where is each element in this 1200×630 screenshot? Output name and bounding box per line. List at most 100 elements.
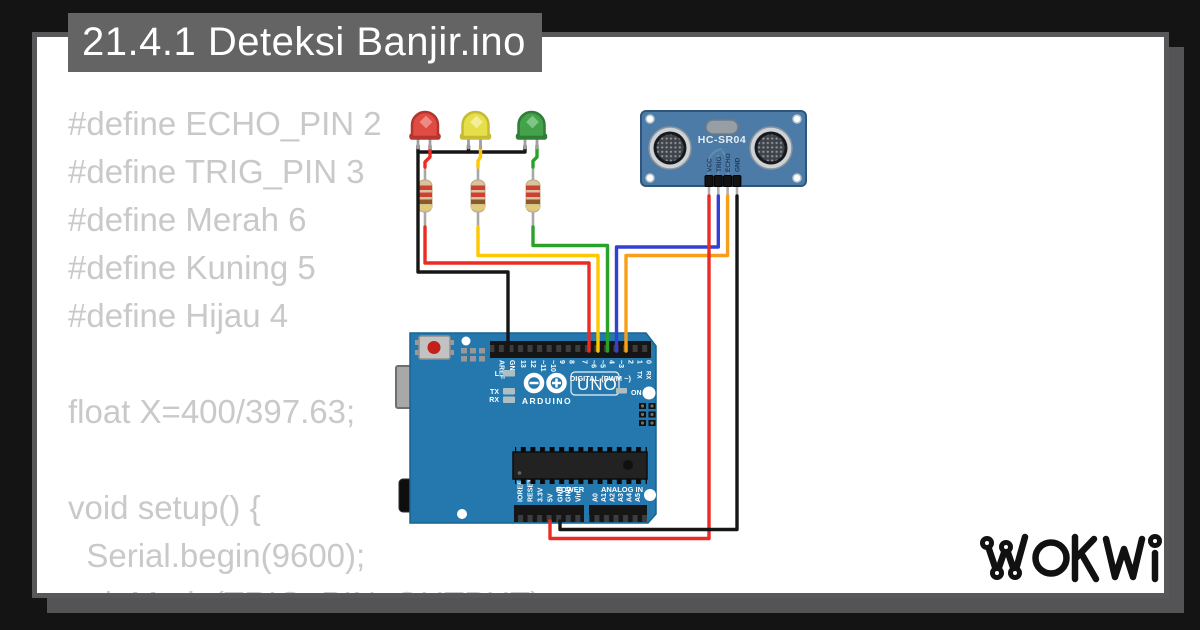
svg-text:~10: ~10 (549, 360, 556, 372)
digital-label: DIGITAL (PWM ~) (570, 374, 632, 383)
svg-text:GND: GND (734, 157, 741, 172)
svg-text:AREF: AREF (498, 360, 505, 380)
gnd-sensor-wire (558, 194, 739, 532)
code-line: #define Merah 6 (68, 201, 307, 238)
analog-header (589, 505, 647, 522)
resistor-red-led (416, 164, 434, 229)
transducer-right (749, 126, 793, 170)
mounting-hole (457, 509, 467, 519)
gnd-bus-top (416, 144, 527, 154)
svg-text:GND: GND (558, 486, 565, 502)
svg-text:L: L (495, 371, 500, 378)
code-line: #define ECHO_PIN 2 (68, 105, 382, 142)
svg-text:A0: A0 (593, 493, 600, 502)
svg-text:A4: A4 (627, 493, 634, 502)
svg-text:12: 12 (529, 360, 536, 368)
svg-text:9: 9 (558, 360, 565, 364)
sensor-pins (704, 175, 742, 187)
hcsr04-sensor: HC-SR04 VCC TRIG ECHO GND (640, 110, 807, 199)
crystal-oscillator (705, 119, 739, 135)
wokwi-logo: WOKWI (973, 526, 1164, 593)
arduino-brand-label: ARDUINO (522, 396, 572, 406)
svg-text:TX: TX (636, 371, 642, 379)
green-led-anode-wire (531, 144, 539, 169)
code-line: #define TRIG_PIN 3 (68, 153, 365, 190)
red-led-anode-wire (423, 144, 432, 169)
svg-text:A3: A3 (618, 493, 625, 502)
power-label: POWER (556, 485, 585, 494)
svg-text:~3: ~3 (617, 360, 624, 368)
svg-text:VCC: VCC (707, 158, 714, 172)
svg-text:RESET: RESET (528, 478, 535, 502)
sensor-mount-holes (645, 114, 802, 183)
analog-label: ANALOG IN (601, 485, 643, 494)
svg-text:8: 8 (568, 360, 575, 364)
echo-pin2-wire (624, 194, 730, 353)
svg-text:4: 4 (608, 360, 615, 364)
resistor-yellow-led (469, 164, 487, 229)
code-snippet: #define ECHO_PIN 2 #define TRIG_PIN 3 #d… (68, 100, 550, 593)
sensor-name-label: HC-SR04 (698, 134, 746, 146)
svg-text:1: 1 (636, 360, 643, 364)
gnd-bus-wire (416, 144, 510, 353)
transducer-left (648, 126, 692, 170)
svg-text:GND: GND (508, 360, 515, 376)
mounting-hole (644, 489, 656, 501)
screenshot-card: #define ECHO_PIN 2 #define TRIG_PIN 3 #d… (32, 32, 1169, 598)
svg-text:A1: A1 (601, 493, 608, 502)
pcb-traces (706, 148, 730, 177)
svg-text:3.3V: 3.3V (538, 487, 545, 502)
atmega328-chip (512, 447, 648, 484)
code-line: Serial.begin(9600); (68, 537, 366, 574)
code-line: #define Hijau 4 (68, 297, 289, 334)
svg-text:TRIG: TRIG (716, 156, 723, 172)
led-yellow (459, 110, 492, 150)
svg-text:GND: GND (566, 486, 573, 502)
svg-text:ECHO: ECHO (725, 153, 732, 172)
svg-text:7: 7 (581, 360, 588, 364)
svg-text:~6: ~6 (590, 360, 597, 368)
svg-text:RX: RX (489, 397, 499, 404)
resistor-green-led (524, 164, 542, 229)
svg-text:RX: RX (645, 371, 651, 379)
svg-text:0: 0 (645, 360, 652, 364)
svg-text:~11: ~11 (539, 360, 546, 372)
svg-text:2: 2 (627, 360, 634, 364)
svg-text:IOREF: IOREF (518, 480, 525, 502)
code-line: #define Kuning 5 (68, 249, 316, 286)
svg-text:A2: A2 (610, 493, 617, 502)
mounting-hole (642, 386, 656, 400)
red-led-pin6-wire (423, 225, 591, 353)
arduino-infinity-logo (523, 372, 567, 394)
svg-text:A5: A5 (635, 493, 642, 502)
digital-header (490, 341, 651, 358)
svg-text:Vin: Vin (576, 491, 583, 502)
trig-pin3-wire (614, 194, 720, 353)
arduino-uno-board: AREF GND 13 12 ~11 ~10 9 8 7 ~6 ~5 4 ~3 … (395, 332, 657, 524)
uno-model-label: UNO (577, 375, 618, 394)
icsp-header (639, 403, 656, 426)
yellow-led-pin5-wire (476, 225, 600, 353)
led-red (409, 110, 441, 150)
svg-text:13: 13 (519, 360, 526, 368)
vcc-5v-wire (548, 194, 711, 541)
code-line: float X=400/397.63; (68, 393, 356, 430)
code-line: void setup() { (68, 489, 261, 526)
svg-text:~5: ~5 (599, 360, 606, 368)
usb-icsp-pads (461, 348, 485, 362)
power-header (514, 505, 584, 522)
green-led-pin4-wire (531, 225, 610, 353)
yellow-led-anode-wire (476, 144, 483, 169)
project-title: 21.4.1 Deteksi Banjir.ino (82, 20, 526, 64)
code-line: pinMode(TRIG_PIN, OUTPUT); (68, 580, 550, 593)
title-bar: 21.4.1 Deteksi Banjir.ino (68, 13, 542, 72)
reset-button (415, 335, 454, 360)
on-led-label: ON (631, 390, 642, 397)
svg-text:5V: 5V (548, 493, 555, 502)
svg-text:TX: TX (490, 389, 499, 396)
onboard-leds: L TX RX ON (489, 370, 642, 404)
led-green (515, 110, 548, 150)
mounting-hole (461, 336, 471, 346)
